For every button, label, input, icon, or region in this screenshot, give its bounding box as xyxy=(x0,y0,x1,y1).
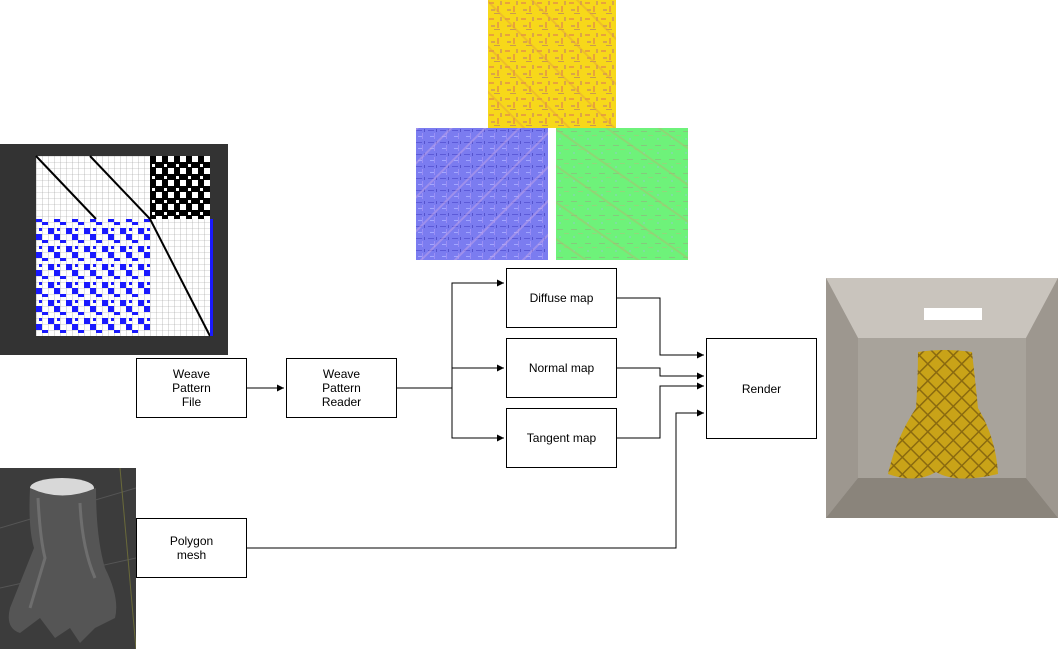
arrow-normal-to-render xyxy=(616,367,704,380)
arrow-reader-to-tangent xyxy=(451,388,504,442)
normal-texture-image xyxy=(416,128,548,260)
skirt-mesh-image xyxy=(0,468,136,649)
rendered-skirt-image xyxy=(826,278,1058,518)
weave-pattern-file-node: Weave Pattern File xyxy=(136,358,247,418)
weave-draft-image xyxy=(0,144,228,355)
tangent-texture-image xyxy=(556,128,688,260)
render-node: Render xyxy=(706,338,817,439)
arrow-diffuse-to-render xyxy=(616,297,704,359)
normal-map-node: Normal map xyxy=(506,338,617,398)
weave-pattern-reader-node: Weave Pattern Reader xyxy=(286,358,397,418)
arrow-reader-to-diffuse xyxy=(396,279,504,389)
arrow-tangent-to-render xyxy=(616,382,704,439)
tangent-map-node: Tangent map xyxy=(506,408,617,468)
polygon-mesh-node: Polygon mesh xyxy=(136,518,247,578)
arrow-mesh-to-render xyxy=(246,409,704,549)
diffuse-map-node: Diffuse map xyxy=(506,268,617,328)
diffuse-texture-image xyxy=(488,0,616,128)
